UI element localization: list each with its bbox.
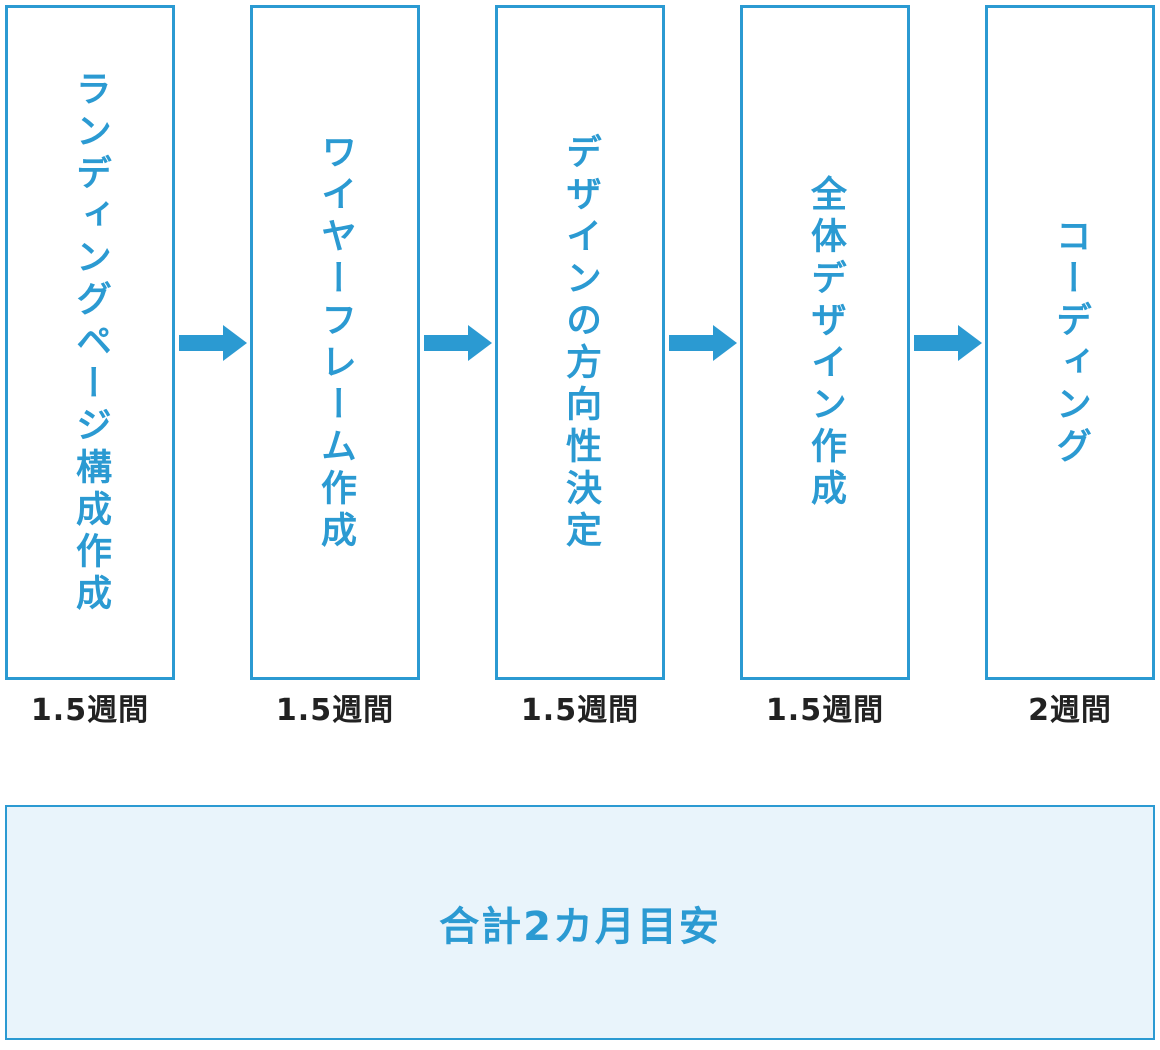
step-2-box: ワイヤーフレーム作成 [250, 5, 420, 680]
step-1-duration: 1.5週間 [30, 693, 150, 728]
step-5-box: コーディング [985, 5, 1155, 680]
arrow-col-4 [910, 5, 985, 680]
step-4-duration: 1.5週間 [765, 693, 885, 728]
arrow-right-icon [668, 324, 737, 361]
step-2: ワイヤーフレーム作成 1.5週間 [250, 5, 420, 727]
step-3: デザインの方向性決定 1.5週間 [495, 5, 665, 727]
step-1-box: ランディングページ構成作成 [5, 5, 175, 680]
step-4-box: 全体デザイン作成 [740, 5, 910, 680]
step-2-duration: 1.5週間 [275, 693, 395, 728]
arrow-right-icon [913, 324, 982, 361]
arrow-right-icon [178, 324, 247, 361]
step-2-label: ワイヤーフレーム作成 [315, 132, 356, 553]
arrow-right-icon [423, 324, 492, 361]
step-3-box: デザインの方向性決定 [495, 5, 665, 680]
arrow-col-2 [420, 5, 495, 680]
step-4: 全体デザイン作成 1.5週間 [740, 5, 910, 727]
step-4-label: 全体デザイン作成 [805, 174, 846, 511]
step-3-duration: 1.5週間 [520, 693, 640, 728]
step-5-label: コーディング [1050, 216, 1091, 469]
step-5: コーディング 2週間 [985, 5, 1155, 727]
step-1: ランディングページ構成作成 1.5週間 [5, 5, 175, 727]
total-label: 合計2カ月目安 [439, 903, 721, 950]
arrow-col-1 [175, 5, 250, 680]
flow-row: ランディングページ構成作成 1.5週間 ワイヤーフレーム作成 1.5週間 デザイ… [5, 5, 1155, 727]
step-3-label: デザインの方向性決定 [560, 132, 601, 553]
step-1-label: ランディングページ構成作成 [70, 69, 111, 616]
total-panel: 合計2カ月目安 [5, 805, 1155, 1040]
arrow-col-3 [665, 5, 740, 680]
step-5-duration: 2週間 [1028, 693, 1112, 728]
